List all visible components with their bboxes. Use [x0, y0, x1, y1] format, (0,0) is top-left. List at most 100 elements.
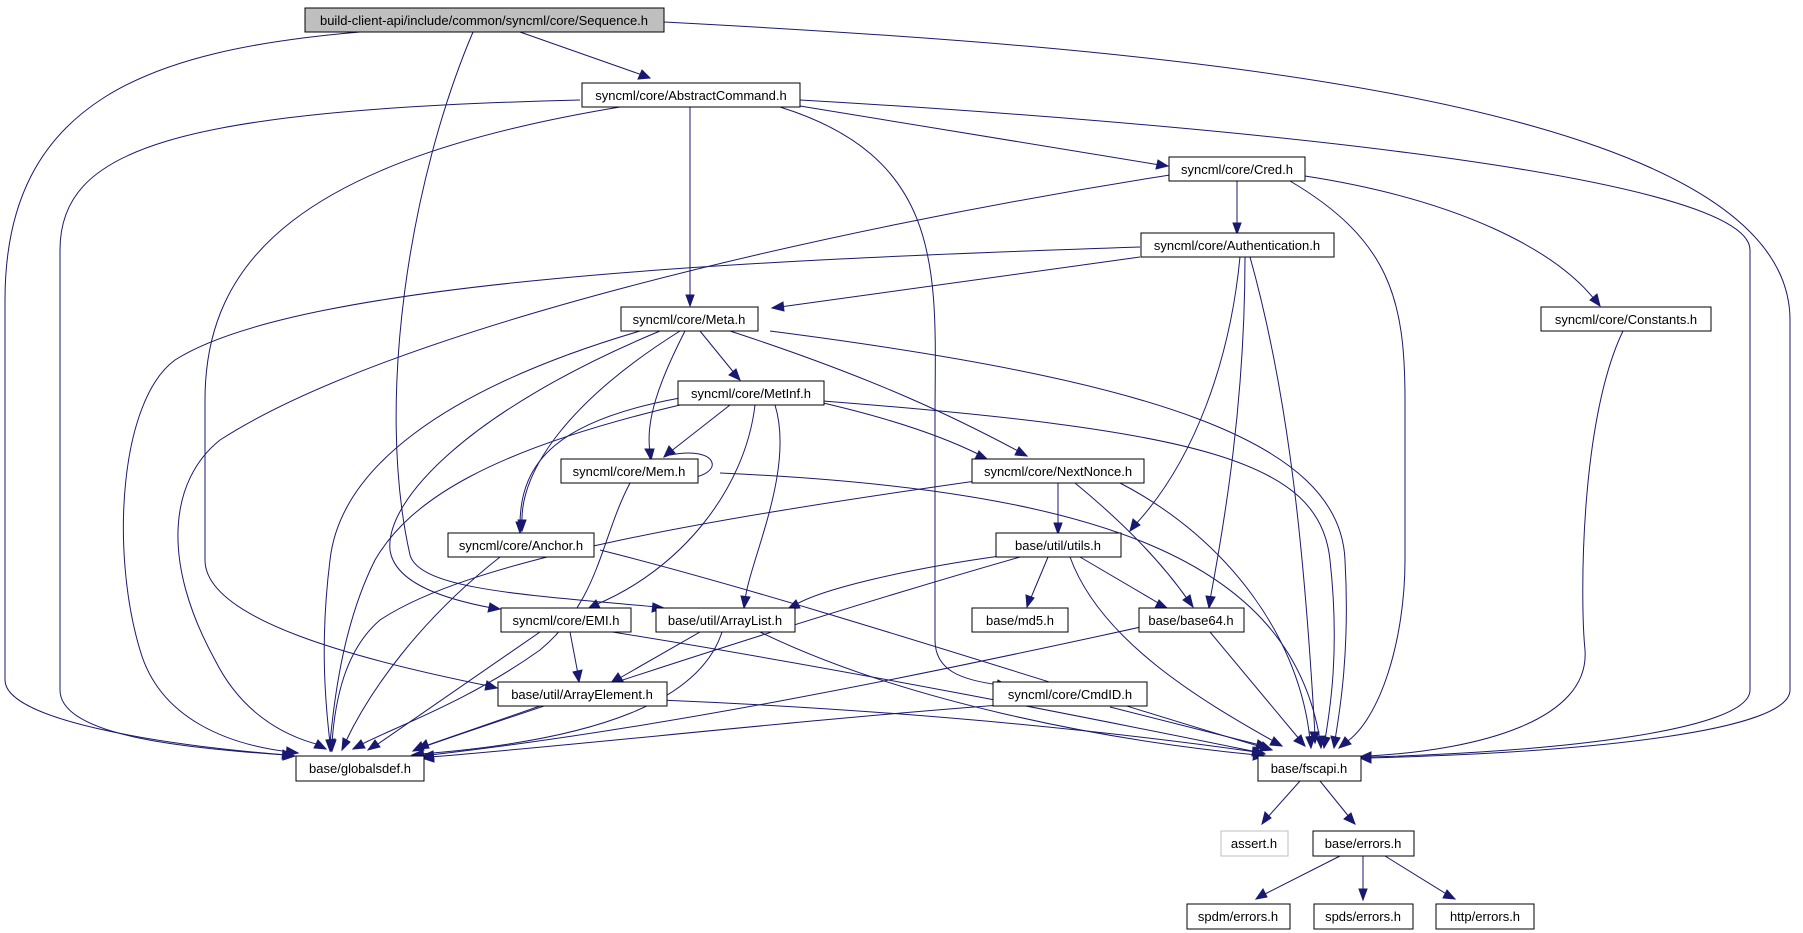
- node-cmdid-h[interactable]: syncml/core/CmdID.h: [992, 681, 1148, 707]
- node-spds-errors-h[interactable]: spds/errors.h: [1313, 903, 1414, 930]
- edge-cred-to-authentication: [1232, 181, 1242, 236]
- edge-errors-to-spds: [1358, 856, 1368, 902]
- node-meta-h[interactable]: syncml/core/Meta.h: [620, 306, 759, 332]
- node-label: base/util/ArrayElement.h: [511, 687, 653, 702]
- node-label: http/errors.h: [1450, 909, 1520, 924]
- node-metinf-h[interactable]: syncml/core/MetInf.h: [677, 380, 825, 406]
- node-label: syncml/core/Constants.h: [1555, 312, 1697, 327]
- edge-nextnonce-to-globalsdef: [327, 478, 991, 753]
- edge-metinf-to-arraylist: [740, 404, 781, 610]
- node-label: syncml/core/Authentication.h: [1154, 238, 1320, 253]
- edge-emi-to-globalsdef: [366, 631, 541, 751]
- node-nextnonce-h[interactable]: syncml/core/NextNonce.h: [971, 458, 1145, 484]
- edge-base64-to-fscapi: [1209, 631, 1306, 747]
- edge-utils-to-arraylist: [786, 555, 1001, 610]
- edge-metinf-to-nextnonce: [809, 399, 989, 460]
- edge-authentication-to-meta: [770, 256, 1141, 312]
- edge-meta-to-mem: [644, 330, 686, 462]
- node-md5-h[interactable]: base/md5.h: [971, 607, 1069, 633]
- node-arrayelement-h[interactable]: base/util/ArrayElement.h: [497, 681, 668, 707]
- node-authentication-h[interactable]: syncml/core/Authentication.h: [1140, 232, 1335, 258]
- node-label: syncml/core/EMI.h: [513, 613, 620, 628]
- node-label: base/globalsdef.h: [309, 761, 411, 776]
- node-label: base/md5.h: [986, 613, 1054, 628]
- node-label: syncml/core/Anchor.h: [459, 538, 583, 553]
- edge-meta-to-emi: [389, 330, 661, 613]
- node-label: build-client-api/include/common/syncml/c…: [320, 13, 648, 28]
- node-emi-h[interactable]: syncml/core/EMI.h: [500, 607, 632, 633]
- edge-mem-to-fscapi: [719, 472, 1326, 750]
- edge-authentication-to-base64: [1205, 256, 1246, 610]
- node-mem-h[interactable]: syncml/core/Mem.h: [560, 458, 699, 484]
- edge-metinf-to-anchor: [515, 397, 681, 535]
- node-constants-h[interactable]: syncml/core/Constants.h: [1540, 306, 1712, 332]
- node-spdm-errors-h[interactable]: spdm/errors.h: [1186, 903, 1291, 930]
- node-utils-h[interactable]: base/util/utils.h: [995, 532, 1122, 558]
- edge-sequence-to-globalsdef: [4, 31, 361, 761]
- edge-errors-to-http: [1384, 855, 1457, 900]
- edge-fscapi-to-errors: [1319, 780, 1356, 825]
- node-abstractcommand-h[interactable]: syncml/core/AbstractCommand.h: [581, 82, 801, 108]
- edge-utils-to-fscapi: [1069, 556, 1284, 747]
- node-sequence-h[interactable]: build-client-api/include/common/syncml/c…: [304, 7, 665, 33]
- edge-arrayelement-to-fscapi: [659, 699, 1266, 757]
- node-label: spdm/errors.h: [1198, 909, 1278, 924]
- edge-abstractcommand-to-meta: [685, 107, 695, 308]
- edge-meta-to-metinf: [699, 330, 741, 381]
- node-label: syncml/core/MetInf.h: [691, 386, 811, 401]
- edge-arrayelement-to-globalsdef: [416, 705, 541, 750]
- node-label: syncml/core/AbstractCommand.h: [595, 88, 786, 103]
- edge-nextnonce-to-fscapi: [1119, 482, 1316, 750]
- node-label: syncml/core/CmdID.h: [1008, 687, 1132, 702]
- edge-cred-to-fscapi: [1289, 180, 1406, 749]
- node-base-errors-h[interactable]: base/errors.h: [1312, 830, 1415, 857]
- node-cred-h[interactable]: syncml/core/Cred.h: [1168, 156, 1306, 182]
- edge-mem-to-globalsdef: [351, 482, 631, 750]
- node-label: syncml/core/Meta.h: [633, 312, 746, 327]
- node-label: syncml/core/NextNonce.h: [984, 464, 1132, 479]
- edge-arraylist-to-arrayelement: [609, 631, 701, 684]
- node-globalsdef-h[interactable]: base/globalsdef.h: [295, 755, 425, 782]
- node-label: assert.h: [1231, 836, 1277, 851]
- edge-anchor-to-globalsdef: [341, 556, 501, 752]
- node-label: base/errors.h: [1325, 836, 1402, 851]
- node-arraylist-h[interactable]: base/util/ArrayList.h: [655, 607, 796, 633]
- node-label: syncml/core/Mem.h: [573, 464, 686, 479]
- edge-meta-to-fscapi: [769, 330, 1347, 750]
- edge-utils-to-globalsdef: [411, 556, 1021, 752]
- edge-metinf-to-mem: [663, 404, 731, 458]
- node-label: base/fscapi.h: [1271, 761, 1348, 776]
- edge-abstractcommand-to-cred: [799, 105, 1170, 170]
- edge-errors-to-spdm: [1254, 855, 1341, 900]
- edge-metinf-to-emi: [586, 404, 756, 610]
- node-http-errors-h[interactable]: http/errors.h: [1435, 903, 1535, 930]
- edge-nextnonce-to-base64: [1074, 482, 1194, 609]
- edge-constants-to-fscapi: [1358, 330, 1624, 762]
- edge-abstractcommand-to-globalsdef: [59, 99, 581, 760]
- node-label: base/util/ArrayList.h: [668, 613, 782, 628]
- edge-emi-to-arrayelement: [569, 631, 583, 684]
- edge-fscapi-to-assert: [1261, 780, 1301, 826]
- edge-sequence-to-abstractcommand: [519, 31, 652, 80]
- edge-authentication-to-fscapi: [1249, 256, 1320, 745]
- node-assert-h[interactable]: assert.h: [1220, 830, 1289, 857]
- node-label: syncml/core/Cred.h: [1181, 162, 1293, 177]
- node-anchor-h[interactable]: syncml/core/Anchor.h: [447, 532, 595, 558]
- edge-cred-to-constants: [1304, 175, 1601, 308]
- edge-meta-to-nextnonce: [729, 330, 1029, 457]
- node-label: base/util/utils.h: [1015, 538, 1101, 553]
- node-fscapi-h[interactable]: base/fscapi.h: [1257, 755, 1362, 782]
- node-label: base/base64.h: [1148, 613, 1233, 628]
- edge-utils-to-md5: [1025, 556, 1049, 609]
- node-label: spds/errors.h: [1325, 909, 1401, 924]
- edge-authentication-to-globalsdef: [122, 246, 1141, 757]
- edge-cmdid-to-globalsdef: [420, 704, 1001, 763]
- edge-authentication-to-utils: [1129, 256, 1241, 533]
- edge-cred-to-globalsdef: [177, 174, 1171, 750]
- edge-cmdid-to-fscapi: [1109, 706, 1270, 750]
- node-base64-h[interactable]: base/base64.h: [1138, 607, 1245, 633]
- edge-meta-to-anchor: [517, 330, 681, 533]
- edge-emi-to-fscapi: [599, 629, 1267, 757]
- edge-nextnonce-to-utils: [1053, 483, 1063, 536]
